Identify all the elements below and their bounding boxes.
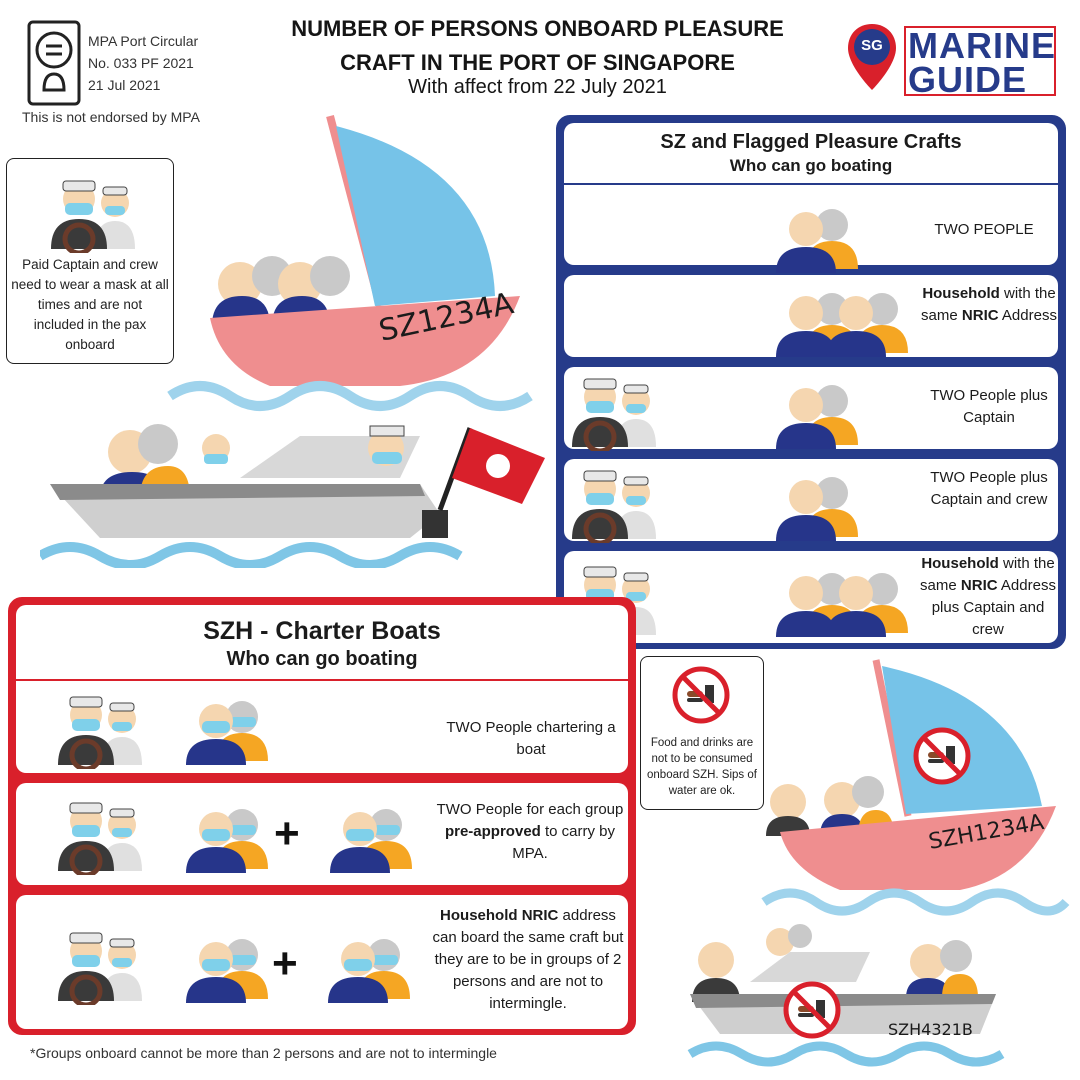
disclaimer: This is not endorsed by MPA (22, 109, 200, 125)
szh-row3-t1: address can board the same craft but the… (432, 907, 624, 1012)
sz-row2-bold2: NRIC (961, 307, 999, 324)
szh-row2-text: TWO People for each group pre-approved t… (436, 799, 624, 865)
circular-reference: MPA Port Circular No. 033 PF 2021 21 Jul… (88, 30, 198, 96)
two-masked-people-icon (330, 809, 412, 873)
circular-line3: 21 Jul 2021 (88, 77, 161, 93)
two-masked-people-icon (328, 939, 410, 1003)
title-line2: CRAFT IN THE PORT OF SINGAPORE (340, 50, 735, 75)
circular-line1: MPA Port Circular (88, 33, 199, 49)
szh-row-household: + Household NRIC address can board the s… (16, 895, 628, 1029)
captain-crew-icon (52, 795, 144, 875)
logo-line1: MARINE (908, 25, 1056, 66)
food-note-text: Food and drinks are not to be consumed o… (647, 737, 757, 797)
sz-row1-text: TWO PEOPLE (934, 221, 1034, 238)
szh-motorboat-illustration (687, 924, 1005, 1067)
two-people-icon (776, 477, 858, 541)
sailboat-szh-illustration (761, 659, 1070, 916)
household-people-icon (776, 573, 908, 637)
szh2-boat-label: SZH4321B (888, 1020, 973, 1039)
plus-sign: + (272, 939, 298, 988)
logo-frame (904, 26, 1056, 96)
sz-row5-bold2: NRIC (960, 577, 998, 594)
no-food-drink-boat-icon (782, 980, 842, 1040)
captain-crew-icon (52, 689, 144, 769)
page-title: NUMBER OF PERSONS ONBOARD PLEASURE CRAFT… (250, 12, 825, 80)
plus-sign: + (274, 809, 300, 858)
sz-row2-t2: Address (998, 307, 1057, 324)
two-people-icon (776, 385, 858, 449)
captain-icon (566, 371, 658, 451)
sz-row5-t2: Address plus Captain and crew (931, 577, 1056, 638)
sz-panel-subtitle: Who can go boating (729, 156, 893, 175)
szh-row2-t2: to carry by MPA. (512, 823, 616, 862)
no-food-drink-icon (671, 665, 731, 725)
captain-note-text: Paid Captain and crew need to wear a mas… (11, 257, 169, 352)
page-subtitle: With affect from 22 July 2021 (408, 76, 667, 98)
szh-row-preapproved: + TWO People for each group pre-approved… (16, 783, 628, 885)
sz-row5-bold1: Household (921, 555, 999, 572)
szh-panel-title: SZH - Charter Boats (203, 617, 441, 645)
sz-row2-bold1: Household (922, 285, 1000, 302)
szh-panel-header: SZH - Charter Boats Who can go boating T… (16, 605, 628, 773)
captain-note-card: Paid Captain and crew need to wear a mas… (6, 158, 174, 364)
two-masked-people-icon (186, 939, 268, 1003)
food-note-card: Food and drinks are not to be consumed o… (640, 656, 764, 810)
szh-charter-panel: SZH - Charter Boats Who can go boating T… (8, 597, 636, 1035)
sz-row-household-crew: Household with the same NRIC Address plu… (564, 551, 1058, 643)
circular-line2: No. 033 PF 2021 (88, 55, 194, 71)
sz-panel-title: SZ and Flagged Pleasure Crafts (660, 131, 962, 153)
sz-row5-t1: with the same (920, 555, 1055, 594)
two-masked-people-icon (186, 809, 268, 873)
marine-guide-logo: SG MARINE GUIDE (846, 22, 1060, 102)
szh-row2-t1: TWO People for each group (436, 801, 624, 818)
szh-row3-text: Household NRIC address can board the sam… (430, 905, 626, 1015)
sz-row-captain-crew: TWO People plus Captain and crew (564, 459, 1058, 541)
household-people-icon (776, 293, 908, 357)
sailboat-sz-illustration (167, 114, 533, 411)
sz-pleasure-craft-panel: SZ and Flagged Pleasure Crafts Who can g… (556, 115, 1066, 649)
captain-crew-icon (566, 463, 658, 543)
szh-row3-bold1: Household NRIC (440, 907, 559, 924)
two-masked-people-icon (186, 701, 268, 765)
szh-panel-subtitle: Who can go boating (226, 648, 418, 670)
sz-row2-t1: with the same (921, 285, 1056, 324)
footnote: *Groups onboard cannot be more than 2 pe… (30, 1045, 497, 1061)
title-line1: NUMBER OF PERSONS ONBOARD PLEASURE (291, 16, 784, 41)
sz-panel-divider (564, 183, 1058, 185)
sz-row-household: Household with the same NRIC Address (564, 275, 1058, 357)
captain-crew-icon (45, 173, 137, 253)
sz-row-captain: TWO People plus Captain (564, 367, 1058, 449)
sz-row5-text: Household with the same NRIC Address plu… (916, 553, 1060, 641)
two-people-icon (776, 209, 858, 273)
sz-row4-text: TWO People plus Captain and crew (930, 469, 1048, 508)
sz-row3-text: TWO People plus Captain (930, 387, 1048, 426)
sz-panel-header: SZ and Flagged Pleasure Crafts Who can g… (564, 123, 1058, 273)
circular-document-icon (27, 20, 81, 106)
no-food-drink-sail-icon (912, 726, 972, 786)
szh-panel-divider (16, 679, 628, 681)
szh-row1-text: TWO People chartering a boat (446, 719, 616, 758)
logo-line2: GUIDE (908, 59, 1028, 100)
szh-row2-bold1: pre-approved (444, 823, 541, 840)
location-pin-icon (848, 24, 896, 90)
captain-crew-icon (52, 925, 144, 1005)
motorboat-illustration (40, 424, 545, 568)
sz-row2-text: Household with the same NRIC Address (916, 283, 1062, 327)
logo-badge: SG (861, 37, 883, 54)
